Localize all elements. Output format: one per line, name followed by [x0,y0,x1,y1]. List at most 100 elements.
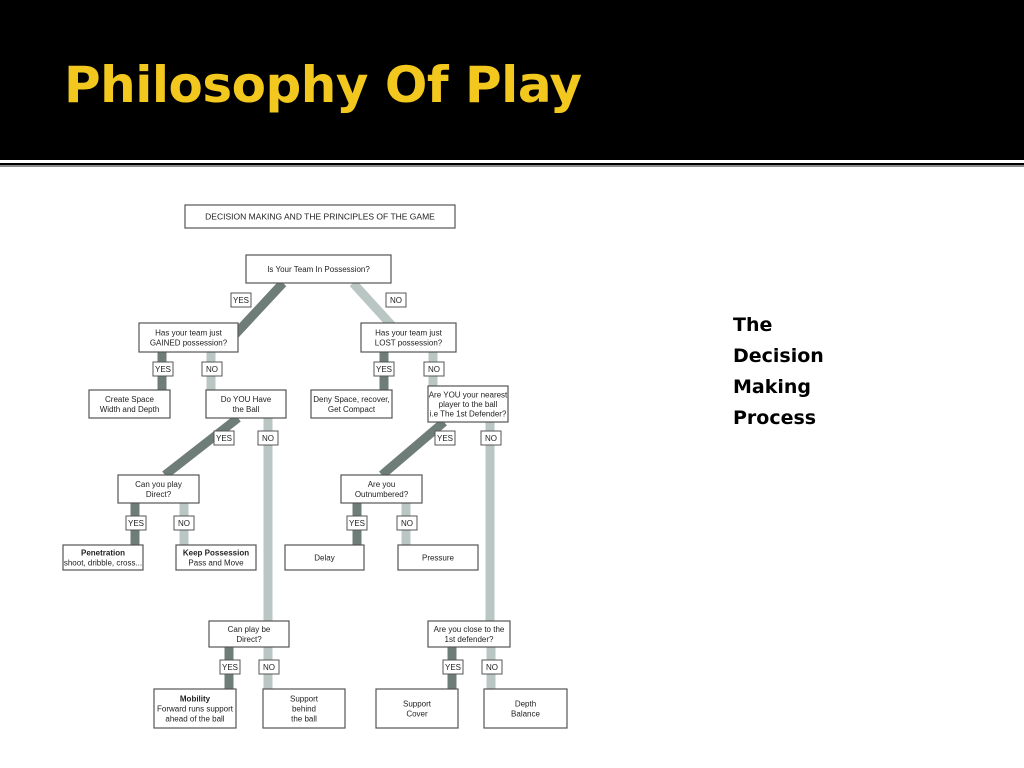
yes-tag-text: YES [437,434,453,443]
node-outnumbered-text: Are you [368,480,396,489]
yes-path [379,418,447,479]
flowchart-heading-text: DECISION MAKING AND THE PRINCIPLES OF TH… [205,212,435,222]
node-create-space-text: Width and Depth [100,405,160,414]
node-can-play-direct-text: Direct? [236,635,262,644]
header-rule-shadow [0,165,1024,167]
no-tag: NO [258,659,280,675]
node-penetration-text: Penetration [81,549,125,558]
node-in-possession: Is Your Team In Possession? [245,254,392,284]
header-rule [0,160,1024,163]
no-tag-text: NO [428,365,440,374]
no-tag: NO [396,515,418,531]
yes-tag-text: YES [222,663,238,672]
node-delay: Delay [284,544,365,571]
node-support-cover-text: Support [403,700,432,709]
no-tag: NO [480,430,502,446]
yes-tag-text: YES [155,365,171,374]
no-tag: NO [423,361,445,377]
slide-caption: The Decision Making Process [733,310,883,434]
node-play-direct-text: Direct? [146,490,172,499]
node-mobility-text: Forward runs support [157,705,234,714]
yes-tag: YES [434,430,456,446]
yes-tag-text: YES [349,519,365,528]
no-tag-text: NO [206,365,218,374]
yes-tag: YES [373,361,395,377]
node-lost-possession-text: LOST possession? [375,339,443,348]
no-tag: NO [385,292,407,308]
node-depth-balance-text: Balance [511,710,540,719]
node-close-defender-text: 1st defender? [445,635,494,644]
node-deny-space-text: Deny Space, recover, [313,395,389,404]
slide-header: Philosophy Of Play [0,0,1024,160]
node-have-ball-text: the Ball [233,405,260,414]
caption-line: The [733,314,773,336]
caption-line: Decision [733,345,824,367]
no-tag: NO [257,430,279,446]
node-pressure: Pressure [397,544,479,571]
node-gained-possession-text: GAINED possession? [150,339,228,348]
node-in-possession-text: Is Your Team In Possession? [267,265,370,274]
no-tag-text: NO [401,519,413,528]
yes-tag-text: YES [216,434,232,443]
node-deny-space-text: Get Compact [328,405,376,414]
no-tag: NO [201,361,223,377]
slide-title: Philosophy Of Play [64,56,582,114]
node-close-defender-text: Are you close to the [434,625,505,634]
yes-tag: YES [230,292,252,308]
node-support-behind-text: the ball [291,715,317,724]
node-keep-possession-text: Keep Possession [183,549,249,558]
yes-tag-text: YES [376,365,392,374]
node-mobility-text: ahead of the ball [165,715,224,724]
no-tag-text: NO [262,434,274,443]
node-lost-possession-text: Has your team just [375,329,442,338]
node-support-behind-text: Support [290,695,319,704]
no-tag-text: NO [486,663,498,672]
node-gained-possession-text: Has your team just [155,329,222,338]
node-support-behind-text: behind [292,705,316,714]
no-tag: NO [481,659,503,675]
yes-tag-text: YES [233,296,249,305]
node-nearest-player-text: player to the ball [439,400,498,409]
yes-tag: YES [346,515,368,531]
node-outnumbered-text: Outnumbered? [355,490,409,499]
no-tag-text: NO [263,663,275,672]
node-can-play-direct-text: Can play be [228,625,271,634]
yes-tag: YES [442,659,464,675]
node-penetration-text: shoot, dribble, cross... [64,559,142,568]
yes-tag-text: YES [445,663,461,672]
yes-tag-text: YES [128,519,144,528]
no-tag-text: NO [390,296,402,305]
node-deny-space: Deny Space, recover,Get Compact [310,389,393,419]
node-pressure-text: Pressure [422,554,455,563]
node-support-cover-text: Cover [406,710,428,719]
yes-tag: YES [219,659,241,675]
yes-tag: YES [125,515,147,531]
caption-line: Process [733,407,817,429]
node-have-ball-text: Do YOU Have [221,395,272,404]
node-depth-balance-text: Depth [515,700,536,709]
node-mobility-text: Mobility [180,695,211,704]
node-delay-text: Delay [314,554,334,563]
node-nearest-player-text: i.e The 1st Defender? [430,410,507,419]
yes-path [162,414,241,479]
yes-path [226,279,287,344]
no-tag: NO [173,515,195,531]
caption-line: Making [733,376,812,398]
flowchart-heading: DECISION MAKING AND THE PRINCIPLES OF TH… [184,204,456,229]
